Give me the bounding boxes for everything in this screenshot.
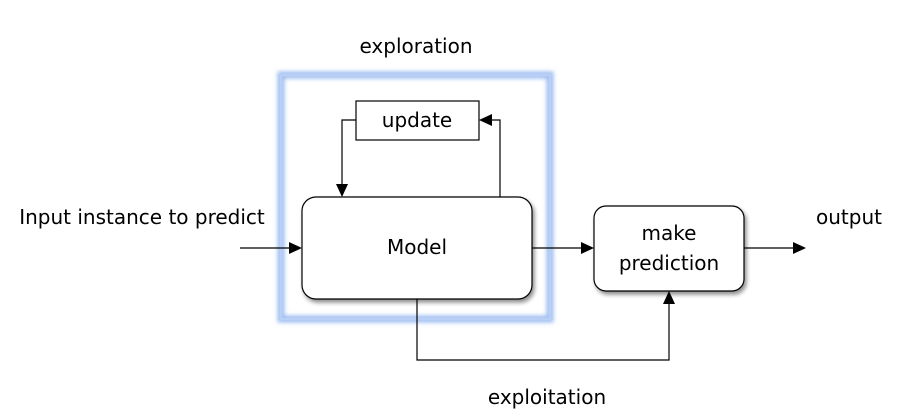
exploitation-label: exploitation xyxy=(488,385,606,409)
prediction-box-label-line1: make xyxy=(642,221,697,245)
model-to-prediction-arrowhead xyxy=(581,242,594,254)
prediction-box-label-line2: prediction xyxy=(619,251,719,275)
output-arrow xyxy=(744,242,806,254)
update-to-model-arrow xyxy=(336,119,356,197)
update-to-model-arrowhead xyxy=(336,184,348,197)
exploration-frame xyxy=(277,71,554,323)
output-arrowhead xyxy=(793,242,806,254)
exploitation-line xyxy=(416,299,670,361)
model-to-prediction-arrow xyxy=(532,242,594,254)
prediction-box: make prediction xyxy=(593,205,745,292)
model-to-update-arrow xyxy=(479,114,501,197)
update-box: update xyxy=(355,100,480,141)
exploration-label: exploration xyxy=(359,34,472,58)
output-label: output xyxy=(816,205,882,229)
input-arrow xyxy=(240,242,302,254)
update-to-model-line xyxy=(341,119,356,185)
model-to-update-arrowhead xyxy=(479,114,492,126)
exploration-frame-border xyxy=(279,73,552,321)
exploitation-arrow xyxy=(416,291,675,361)
model-box-label: Model xyxy=(387,235,447,259)
input-label: Input instance to predict xyxy=(19,205,265,229)
update-box-rect xyxy=(355,100,480,141)
exploitation-arrowhead xyxy=(663,291,675,304)
prediction-box-rect xyxy=(593,205,745,292)
model-to-update-line xyxy=(491,119,501,197)
update-box-label: update xyxy=(382,108,452,132)
input-arrowhead xyxy=(289,242,302,254)
model-box: Model xyxy=(301,196,533,300)
